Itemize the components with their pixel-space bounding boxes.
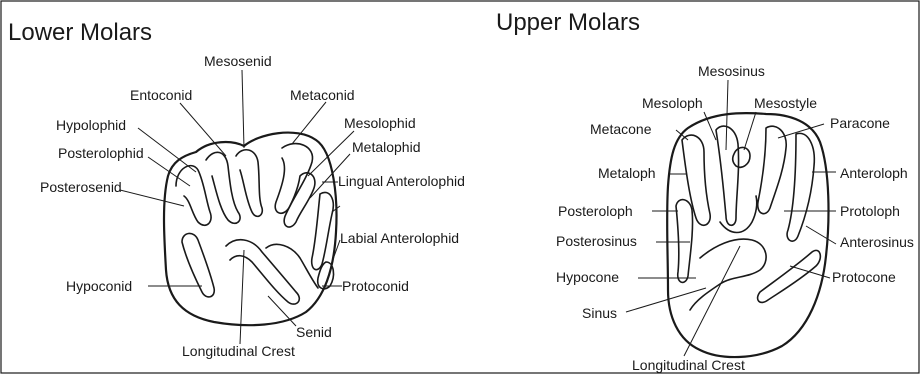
label-hypolophid: Hypolophid bbox=[56, 117, 126, 133]
label-senid: Senid bbox=[296, 324, 332, 340]
upper-mesostyle-ring bbox=[733, 147, 750, 167]
label-mesosenid: Mesosenid bbox=[204, 53, 272, 69]
label-mesostyle: Mesostyle bbox=[754, 95, 817, 111]
label-mesolophid: Mesolophid bbox=[344, 115, 416, 131]
upper-molar-drawing bbox=[667, 113, 828, 357]
label-sinus: Sinus bbox=[582, 305, 617, 321]
label-protoloph: Protoloph bbox=[840, 203, 900, 219]
lower-mesosenid-fold bbox=[236, 150, 262, 217]
label-labial-anterolophid: Labial Anterolophid bbox=[340, 230, 459, 246]
label-protocone: Protocone bbox=[832, 269, 896, 285]
label-metacone: Metacone bbox=[590, 121, 652, 137]
label-mesosinus: Mesosinus bbox=[698, 63, 765, 79]
label-metalophid: Metalophid bbox=[352, 139, 421, 155]
lower-hypoconid-fold bbox=[182, 233, 214, 297]
label-posterosenid: Posterosenid bbox=[40, 179, 122, 195]
label-hypoconid: Hypoconid bbox=[66, 278, 132, 294]
lower-hypolophid-fold bbox=[206, 152, 240, 223]
label-mesoloph: Mesoloph bbox=[642, 95, 703, 111]
upper-anteroloph-fold bbox=[787, 133, 814, 241]
label-hypocone: Hypocone bbox=[556, 269, 619, 285]
label-protoconid: Protoconid bbox=[342, 278, 409, 294]
label-metaloph: Metaloph bbox=[598, 165, 656, 181]
upper-mesoloph-fold bbox=[716, 126, 739, 225]
upper-molars-title: Upper Molars bbox=[496, 9, 640, 36]
label-lower-longitudinal-crest: Longitudinal Crest bbox=[182, 343, 295, 359]
label-metaconid: Metaconid bbox=[290, 87, 355, 103]
lower-labels: Mesosenid Entoconid Metaconid Hypolophid… bbox=[40, 53, 465, 359]
label-paracone: Paracone bbox=[830, 115, 890, 131]
upper-posterosinus-fold bbox=[676, 200, 693, 283]
lower-entoconid-fold bbox=[176, 166, 211, 226]
upper-metacone-fold bbox=[682, 135, 710, 225]
upper-labels: Mesosinus Mesoloph Mesostyle Metacone Pa… bbox=[556, 63, 914, 373]
upper-protocone-fold bbox=[758, 250, 821, 302]
lower-mesolophid-fold bbox=[284, 173, 315, 227]
label-entoconid: Entoconid bbox=[130, 87, 192, 103]
label-lingual-anterolophid: Lingual Anterolophid bbox=[338, 173, 465, 189]
label-posterosinus: Posterosinus bbox=[556, 233, 637, 249]
label-upper-longitudinal-crest: Longitudinal Crest bbox=[632, 357, 745, 373]
lower-lingual-anterolophid-fold bbox=[312, 192, 334, 269]
lower-molar-outline bbox=[164, 133, 336, 326]
label-posteroloph: Posteroloph bbox=[558, 203, 633, 219]
label-anterosinus: Anterosinus bbox=[840, 234, 914, 250]
lower-molars-title: Lower Molars bbox=[8, 19, 152, 46]
label-anteroloph: Anteroloph bbox=[840, 165, 908, 181]
lower-senid-fold bbox=[226, 240, 299, 304]
upper-paracone-fold bbox=[758, 126, 786, 213]
lower-molar-drawing bbox=[164, 133, 336, 326]
label-posterolophid: Posterolophid bbox=[58, 145, 144, 161]
upper-sinus-fold bbox=[690, 239, 766, 310]
